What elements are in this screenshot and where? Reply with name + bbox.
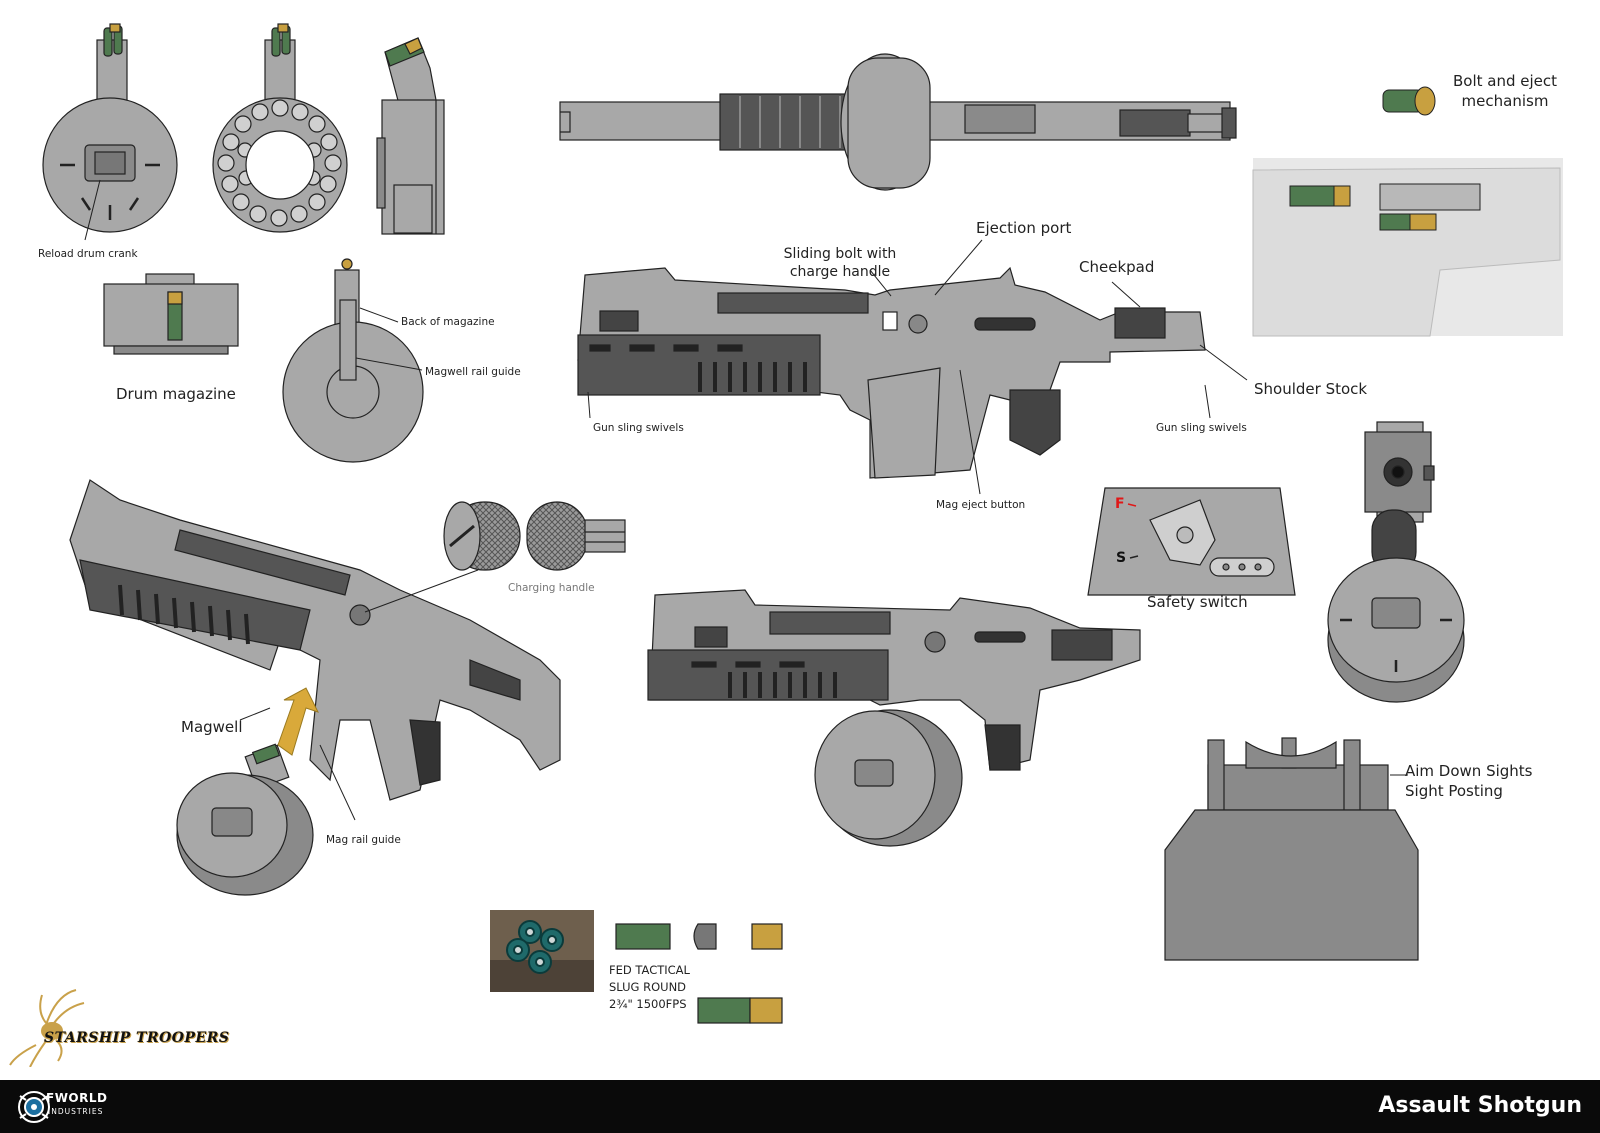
ammo-photo (490, 910, 594, 992)
gun-perspective-view (69, 479, 561, 801)
label-magwell-rail-guide: Magwell rail guide (425, 366, 521, 378)
gun-side-drum-view (647, 589, 1141, 847)
label-safety-switch: Safety switch (1147, 593, 1248, 611)
leader-sling-left (587, 391, 591, 419)
label-gun-sling-right: Gun sling swivels (1156, 422, 1247, 434)
leader-mag-rail (319, 744, 356, 821)
drum-top-view (103, 273, 239, 355)
drum-internal-view (212, 23, 348, 233)
label-ammo-1: FED TACTICAL (609, 963, 690, 977)
leader-cheekpad (1111, 281, 1141, 308)
leader-ejection-port (934, 239, 983, 296)
gun-side-view (577, 266, 1206, 479)
sheet-drawing (42, 23, 1563, 1024)
label-ammo-2: SLUG ROUND (609, 980, 687, 994)
label-mag-eject-button: Mag eject button (936, 499, 1026, 511)
sight-posting-detail (1164, 737, 1419, 961)
concept-sheet: Reload drum crank Back of magazine Magwe… (6, 23, 1563, 1068)
label-bolt-eject-1: Bolt and eject (1452, 72, 1558, 90)
charging-handle-detail (443, 501, 626, 571)
label-shoulder-stock: Shoulder Stock (1254, 380, 1368, 398)
footer-bar: FWORLD INDUSTRIES Assault Shotgun (0, 1080, 1600, 1133)
label-reload-drum-crank: Reload drum crank (38, 248, 138, 260)
leader-magwell (239, 707, 271, 721)
leader-sliding-bolt (869, 269, 892, 297)
gun-top-view (559, 53, 1237, 191)
safety-switch-detail (1087, 487, 1296, 596)
label-sliding-bolt-1: Sliding bolt with (783, 246, 897, 262)
leader-charging-handle (364, 569, 479, 613)
label-back-of-magazine: Back of magazine (401, 316, 495, 328)
bolt-detail (1252, 86, 1563, 337)
magwell-arrow-icon (277, 687, 319, 756)
leader-reload-crank (84, 179, 101, 241)
label-safety-fire: F (1115, 496, 1125, 512)
leader-mag-eject (959, 369, 981, 495)
label-ejection-port: Ejection port (976, 219, 1072, 237)
starship-troopers-logo-icon (6, 985, 176, 1068)
label-cheekpad: Cheekpad (1079, 258, 1155, 276)
drum-front-view (42, 23, 178, 233)
sheet-title: Assault Shotgun (1378, 1093, 1582, 1118)
label-bolt-eject-2: mechanism (1461, 92, 1549, 110)
label-mag-rail-guide: Mag rail guide (326, 834, 401, 846)
label-gun-sling-left: Gun sling swivels (593, 422, 684, 434)
studio-subtitle: INDUSTRIES (48, 1107, 104, 1116)
leader-magwell-rail (355, 357, 423, 371)
offworld-logo-icon (16, 1088, 52, 1126)
perspective-drum (176, 743, 314, 896)
label-sliding-bolt-2: charge handle (789, 264, 891, 280)
leader-sling-right (1204, 384, 1211, 419)
label-ads-1: Aim Down Sights (1405, 762, 1533, 780)
label-ammo-3: 2¾" 1500FPS (609, 997, 687, 1011)
brand-logo-text: STARSHIP TROOPERS (44, 1030, 230, 1046)
label-safety-safe: S (1116, 550, 1127, 566)
studio-name: FWORLD (46, 1091, 108, 1105)
drum-side-view (376, 37, 445, 235)
ammo-detail (615, 923, 783, 1024)
label-ads-2: Sight Posting (1405, 782, 1503, 800)
label-charging-handle: Charging handle (508, 582, 595, 594)
leader-back-of-magazine (359, 307, 399, 323)
label-drum-magazine: Drum magazine (116, 385, 236, 403)
leader-shoulder-stock (1199, 344, 1248, 381)
label-magwell: Magwell (181, 718, 243, 736)
drum-back-view (282, 258, 424, 463)
gun-front-view (1327, 421, 1465, 703)
